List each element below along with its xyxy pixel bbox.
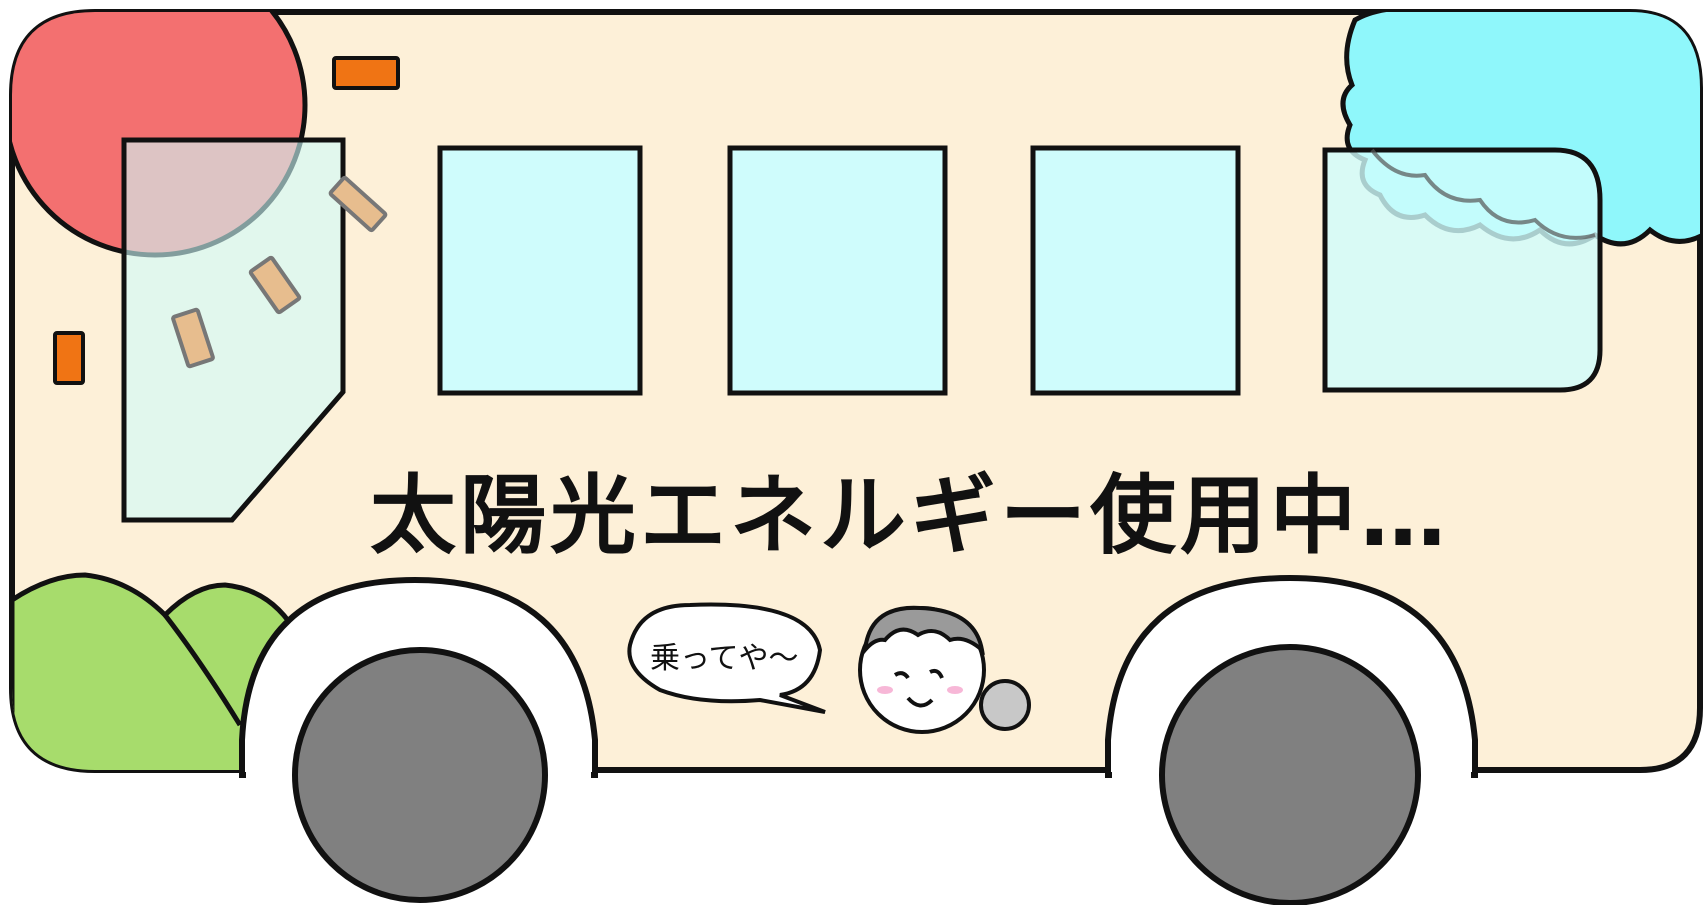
speech-bubble-text: 乗ってや～ [650,641,799,676]
front-wheel [292,647,548,903]
sun-ray [328,175,388,233]
slogan-text: 太陽光エネルギー使用中… [370,466,1450,566]
sun-ray [248,255,302,315]
character-mouth [906,696,934,708]
bus-window [1322,147,1603,393]
bus-window [1030,145,1241,396]
bus-window [437,145,643,396]
character-cheek [947,686,963,694]
character-eye [893,671,910,680]
rear-wheel [1159,644,1421,905]
sun-ray [171,307,215,369]
character-hair [862,605,985,657]
hill-ridge [163,613,243,727]
hills-shape [12,572,303,770]
front-light-side [53,331,85,385]
speech-bubble [627,602,826,714]
front-light-top [332,56,400,90]
character-eye [929,668,944,679]
cloud-edge [1370,148,1596,240]
door-window [121,137,346,523]
character-bun [979,679,1031,731]
bus-window [727,145,948,396]
character-cheek [877,686,893,694]
